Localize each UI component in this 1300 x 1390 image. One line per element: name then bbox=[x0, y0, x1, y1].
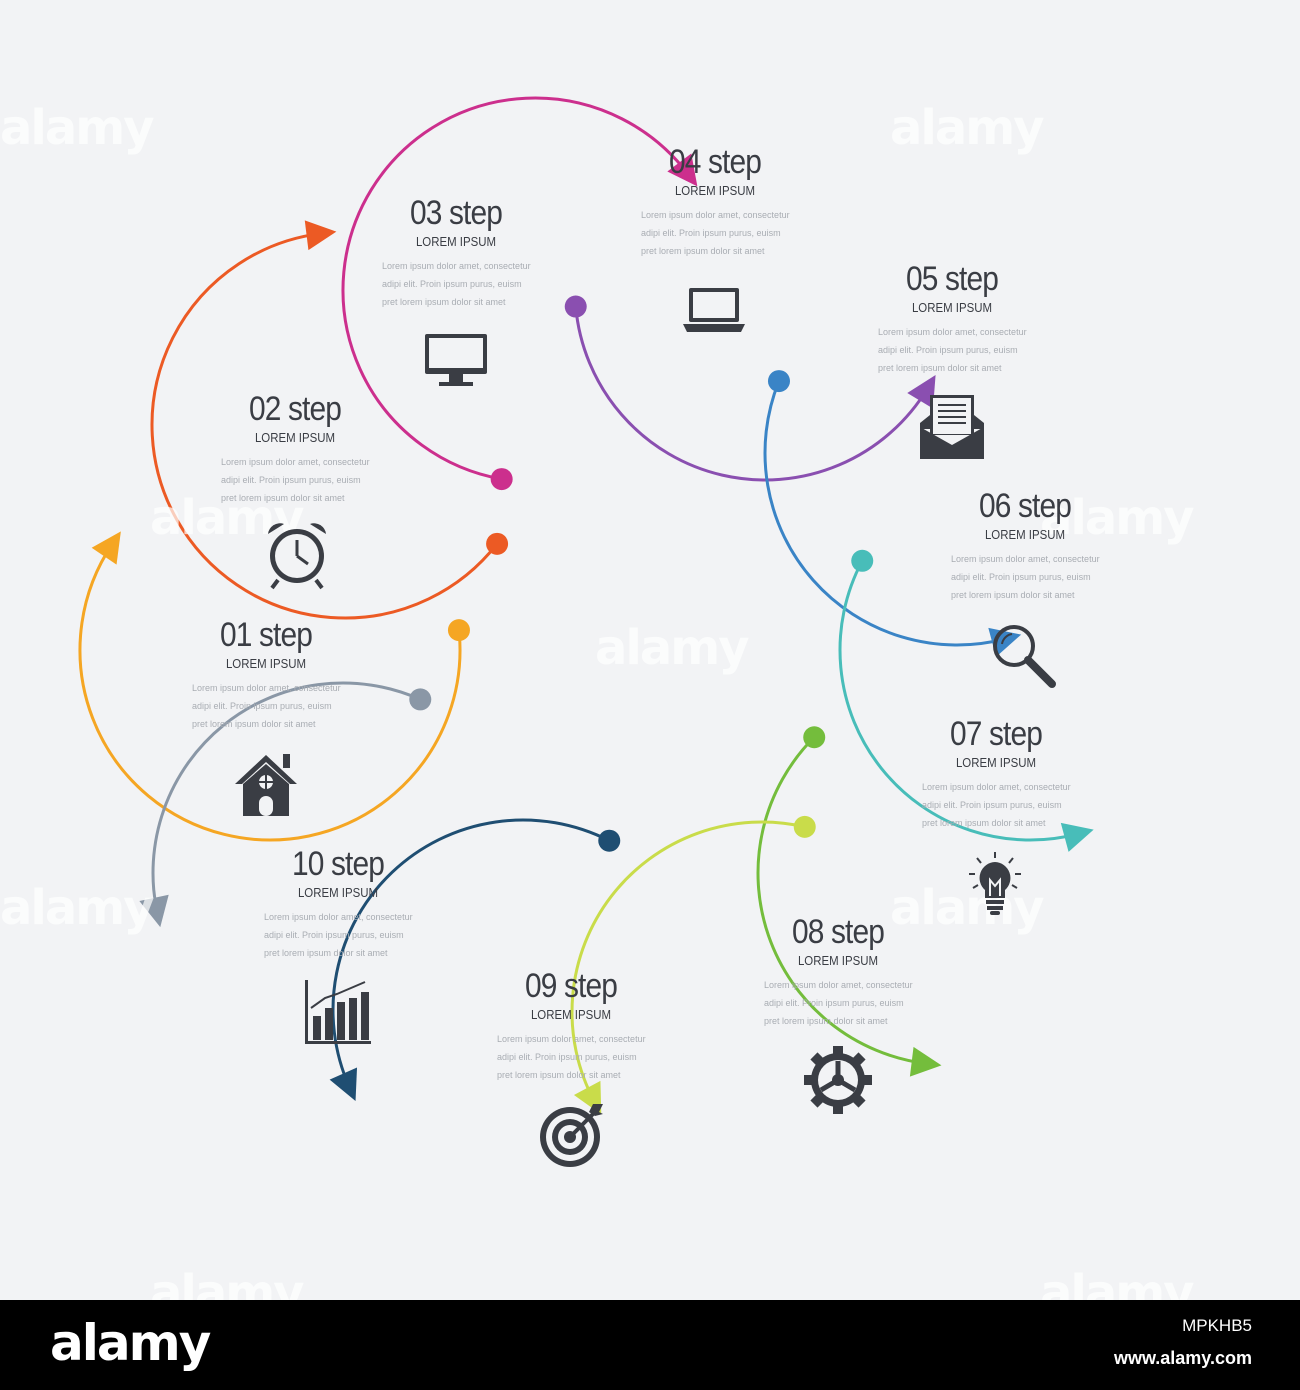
step-dot bbox=[564, 295, 587, 318]
step-03: 03 step LOREM IPSUM Lorem ipsum dolor am… bbox=[376, 194, 536, 311]
step-title: 08 step bbox=[792, 913, 885, 951]
step-arc bbox=[756, 736, 927, 1066]
step-dot bbox=[447, 619, 470, 642]
step-arrowhead bbox=[909, 1046, 942, 1077]
step-arc bbox=[570, 820, 806, 1102]
step-arrowhead bbox=[91, 531, 121, 565]
step-title: 01 step bbox=[220, 616, 313, 654]
step-arc bbox=[331, 818, 610, 1088]
step-08: 08 step LOREM IPSUM Lorem ipsum dolor am… bbox=[758, 913, 918, 1030]
step-body: Lorem ipsum dolor amet, consectetur adip… bbox=[764, 980, 913, 1026]
bar-chart-icon bbox=[305, 980, 371, 1044]
step-subtitle: LOREM IPSUM bbox=[225, 656, 307, 671]
step-arrowhead bbox=[667, 153, 698, 187]
step-dot bbox=[486, 532, 509, 555]
step-title: 02 step bbox=[249, 390, 342, 428]
step-body: Lorem ipsum dolor amet, consectetur adip… bbox=[951, 554, 1100, 600]
step-04: 04 step LOREM IPSUM Lorem ipsum dolor am… bbox=[635, 143, 795, 260]
step-subtitle: LOREM IPSUM bbox=[984, 527, 1066, 542]
step-body: Lorem ipsum dolor amet, consectetur adip… bbox=[221, 457, 370, 503]
step-title: 05 step bbox=[906, 260, 999, 298]
watermark-text: alamy bbox=[890, 880, 1045, 936]
image-id: MPKHB5 bbox=[1182, 1316, 1252, 1335]
envelope-letter-icon bbox=[920, 395, 984, 459]
step-07: 07 step LOREM IPSUM Lorem ipsum dolor am… bbox=[916, 715, 1076, 832]
laptop-icon bbox=[683, 288, 745, 332]
step-body: Lorem ipsum dolor amet, consectetur adip… bbox=[382, 261, 531, 307]
gear-icon bbox=[804, 1046, 872, 1114]
step-dot bbox=[793, 815, 816, 838]
step-arrowhead bbox=[907, 374, 936, 409]
step-body: Lorem ipsum dolor amet, consectetur adip… bbox=[641, 210, 790, 256]
step-arrowhead bbox=[139, 894, 169, 928]
watermark-text: alamy bbox=[0, 100, 155, 156]
magnifier-icon bbox=[993, 625, 1056, 688]
step-arc bbox=[763, 380, 1008, 647]
step-arrowhead bbox=[329, 1067, 358, 1101]
step-arc bbox=[838, 560, 1080, 842]
step-dot bbox=[490, 468, 513, 491]
step-arc bbox=[151, 681, 421, 913]
step-05: 05 step LOREM IPSUM Lorem ipsum dolor am… bbox=[872, 260, 1032, 377]
house-icon bbox=[235, 754, 297, 816]
step-subtitle: LOREM IPSUM bbox=[674, 183, 756, 198]
step-body: Lorem ipsum dolor amet, consectetur adip… bbox=[878, 327, 1027, 373]
step-06: 06 step LOREM IPSUM Lorem ipsum dolor am… bbox=[945, 487, 1105, 604]
step-dot bbox=[803, 726, 826, 749]
target-icon bbox=[540, 1104, 603, 1167]
step-arrowhead bbox=[1060, 822, 1094, 852]
step-title: 06 step bbox=[979, 487, 1072, 525]
step-10: 10 step LOREM IPSUM Lorem ipsum dolor am… bbox=[258, 845, 418, 962]
step-subtitle: LOREM IPSUM bbox=[254, 430, 336, 445]
step-title: 03 step bbox=[410, 194, 503, 232]
step-subtitle: LOREM IPSUM bbox=[797, 953, 879, 968]
step-subtitle: LOREM IPSUM bbox=[530, 1007, 612, 1022]
watermark-text: alamy bbox=[595, 620, 750, 676]
step-dot bbox=[598, 829, 621, 852]
step-subtitle: LOREM IPSUM bbox=[911, 300, 993, 315]
step-arc bbox=[78, 542, 462, 842]
step-arrowhead bbox=[304, 220, 337, 251]
step-title: 07 step bbox=[950, 715, 1043, 753]
step-body: Lorem ipsum dolor amet, consectetur adip… bbox=[497, 1034, 646, 1080]
step-arc bbox=[341, 96, 690, 481]
step-dot bbox=[851, 549, 874, 572]
alarm-clock-icon bbox=[268, 523, 326, 590]
step-body: Lorem ipsum dolor amet, consectetur adip… bbox=[192, 683, 341, 729]
site-url: www.alamy.com bbox=[1113, 1348, 1252, 1368]
step-body: Lorem ipsum dolor amet, consectetur adip… bbox=[264, 912, 413, 958]
monitor-icon bbox=[425, 334, 487, 386]
step-title: 09 step bbox=[525, 967, 618, 1005]
step-title: 04 step bbox=[669, 143, 762, 181]
step-subtitle: LOREM IPSUM bbox=[415, 234, 497, 249]
infographic-canvas: alamy alamy alamy alamy alamy alamy alam… bbox=[0, 96, 1195, 1167]
step-wheel bbox=[78, 96, 1094, 1115]
step-arc bbox=[574, 306, 930, 482]
step-arc bbox=[150, 231, 499, 620]
watermark-text: alamy bbox=[1040, 490, 1195, 546]
step-dot bbox=[409, 688, 432, 711]
step-dot bbox=[767, 370, 790, 393]
step-09: 09 step LOREM IPSUM Lorem ipsum dolor am… bbox=[491, 967, 651, 1084]
step-subtitle: LOREM IPSUM bbox=[955, 755, 1037, 770]
watermark-text: alamy bbox=[0, 880, 155, 936]
step-title: 10 step bbox=[292, 845, 385, 883]
footer-bar: alamy MPKHB5 www.alamy.com bbox=[0, 1300, 1300, 1390]
footer-logo: alamy bbox=[50, 1314, 211, 1372]
step-subtitle: LOREM IPSUM bbox=[297, 885, 379, 900]
watermark-text: alamy bbox=[890, 100, 1045, 156]
step-02: 02 step LOREM IPSUM Lorem ipsum dolor am… bbox=[215, 390, 375, 507]
step-body: Lorem ipsum dolor amet, consectetur adip… bbox=[922, 782, 1071, 828]
step-01: 01 step LOREM IPSUM Lorem ipsum dolor am… bbox=[186, 616, 346, 733]
lightbulb-icon bbox=[969, 852, 1021, 915]
